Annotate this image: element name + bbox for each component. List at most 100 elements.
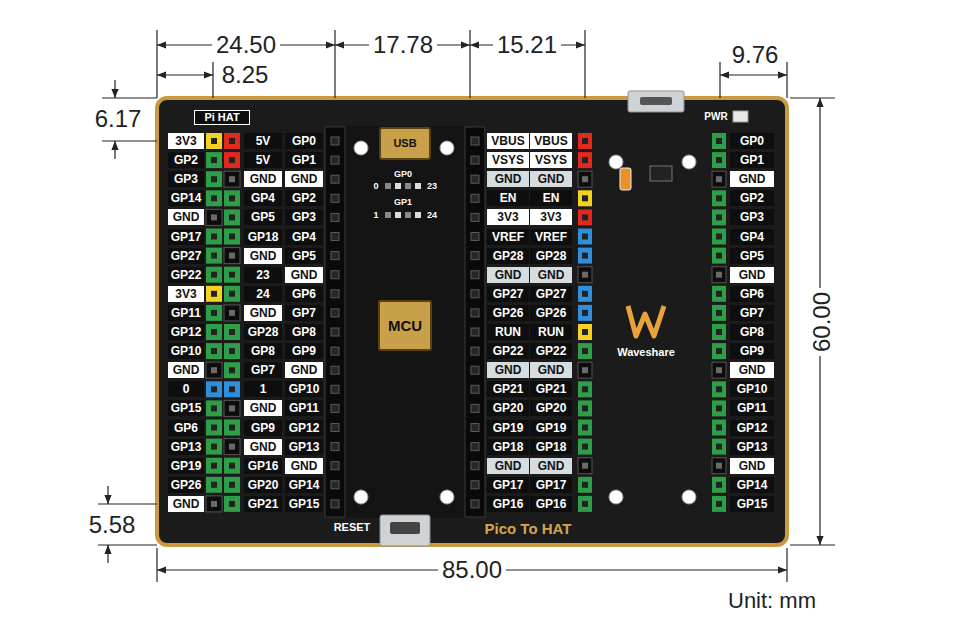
pin <box>211 195 217 201</box>
pin <box>582 425 588 431</box>
pin-label: GP6 <box>168 420 204 436</box>
jumper-cap <box>224 477 240 493</box>
extension-line <box>584 30 585 98</box>
jumper-pad <box>415 212 421 218</box>
pin-label: GND <box>285 267 323 283</box>
board-name: Pico To HAT <box>483 520 574 537</box>
extension-line <box>334 30 335 98</box>
pin <box>582 501 588 507</box>
pin <box>229 195 235 201</box>
pin-label: GND <box>244 400 282 416</box>
pin <box>582 310 588 316</box>
usb-opening <box>640 97 672 105</box>
pin-label: GP19 <box>530 420 572 436</box>
pin <box>229 176 235 182</box>
socket-hole <box>471 213 479 221</box>
pin-label: GP12 <box>730 420 774 436</box>
pin-label: GP21 <box>487 381 529 397</box>
pin <box>229 157 235 163</box>
pin <box>229 444 235 450</box>
pin-label: 3V3 <box>530 209 572 225</box>
header-title: Pi HAT <box>194 110 249 125</box>
socket-hole <box>471 309 479 317</box>
socket-hole <box>471 252 479 260</box>
pin-label: GP17 <box>530 477 572 493</box>
extension-line <box>156 30 157 98</box>
pin-label: GP15 <box>730 496 774 512</box>
pin-label: GP13 <box>285 439 323 455</box>
jumper-label: GP1 <box>393 197 413 208</box>
jumper-cap <box>224 190 240 206</box>
pin <box>716 138 722 144</box>
pin-label: VBUS <box>530 133 572 149</box>
node-text: MCU <box>388 317 422 334</box>
pin-label: GP28 <box>487 248 529 264</box>
pin <box>211 176 217 182</box>
pin <box>211 272 217 278</box>
jumper-cap <box>224 133 240 149</box>
unit-note: Unit: mm <box>726 589 818 613</box>
pin <box>582 234 588 240</box>
socket-hole <box>331 424 339 432</box>
pin-label: GND <box>487 171 529 187</box>
jumper-cap <box>224 496 240 512</box>
dimension-label: 17.78 <box>369 32 437 58</box>
jumper-cap <box>206 152 222 168</box>
pin-label: GP22 <box>530 343 572 359</box>
jumper-cap <box>578 190 592 206</box>
pin <box>211 386 217 392</box>
board-outline <box>157 98 787 545</box>
mounting-hole <box>440 490 454 504</box>
socket-hole <box>471 271 479 279</box>
socket-hole <box>471 290 479 298</box>
socket-hole <box>471 424 479 432</box>
regulator-chip <box>650 166 672 181</box>
jumper-cap <box>712 420 726 436</box>
jumper-cap <box>578 458 592 474</box>
pin-label: 3V3 <box>168 133 204 149</box>
jumper-cap <box>224 305 240 321</box>
jumper-cap <box>578 248 592 264</box>
pin-label: GP4 <box>244 190 282 206</box>
pin <box>229 329 235 335</box>
jumper-cap <box>578 381 592 397</box>
pin <box>716 425 722 431</box>
pin-label: GP11 <box>730 400 774 416</box>
pin-label: VREF <box>487 229 529 245</box>
socket-hole <box>471 175 479 183</box>
pin-label: GND <box>168 362 204 378</box>
socket-hole <box>331 385 339 393</box>
extension-line <box>786 548 787 582</box>
dimension-label: 15.21 <box>493 32 561 58</box>
jumper-cap <box>578 343 592 359</box>
jumper-cap <box>206 267 222 283</box>
pin-label: RUN <box>487 324 529 340</box>
power-led <box>733 111 748 122</box>
pin-label: GP8 <box>730 324 774 340</box>
socket-hole <box>331 481 339 489</box>
pin-label: GP5 <box>244 209 282 225</box>
pin-label: GP1 <box>730 152 774 168</box>
jumper-label: 24 <box>426 210 438 221</box>
jumper-pad <box>405 183 411 189</box>
pin-label: VSYS <box>530 152 572 168</box>
dimension-label: 6.17 <box>91 106 146 132</box>
socket-hole <box>331 233 339 241</box>
socket-hole <box>471 233 479 241</box>
extension-line <box>98 503 157 504</box>
jumper-cap <box>206 439 222 455</box>
pin-label: RUN <box>530 324 572 340</box>
pin <box>716 405 722 411</box>
pin <box>582 157 588 163</box>
jumper-cap <box>578 305 592 321</box>
pin-label: VSYS <box>487 152 529 168</box>
pin-label: EN <box>487 190 529 206</box>
dimension-line <box>114 141 115 159</box>
pin-label: GP16 <box>530 496 572 512</box>
jumper-cap <box>712 190 726 206</box>
usb-connector <box>628 91 684 112</box>
jumper-cap <box>578 439 592 455</box>
dimension-label: 60.00 <box>809 288 835 356</box>
jumper-cap <box>206 286 222 302</box>
socket-hole <box>471 347 479 355</box>
